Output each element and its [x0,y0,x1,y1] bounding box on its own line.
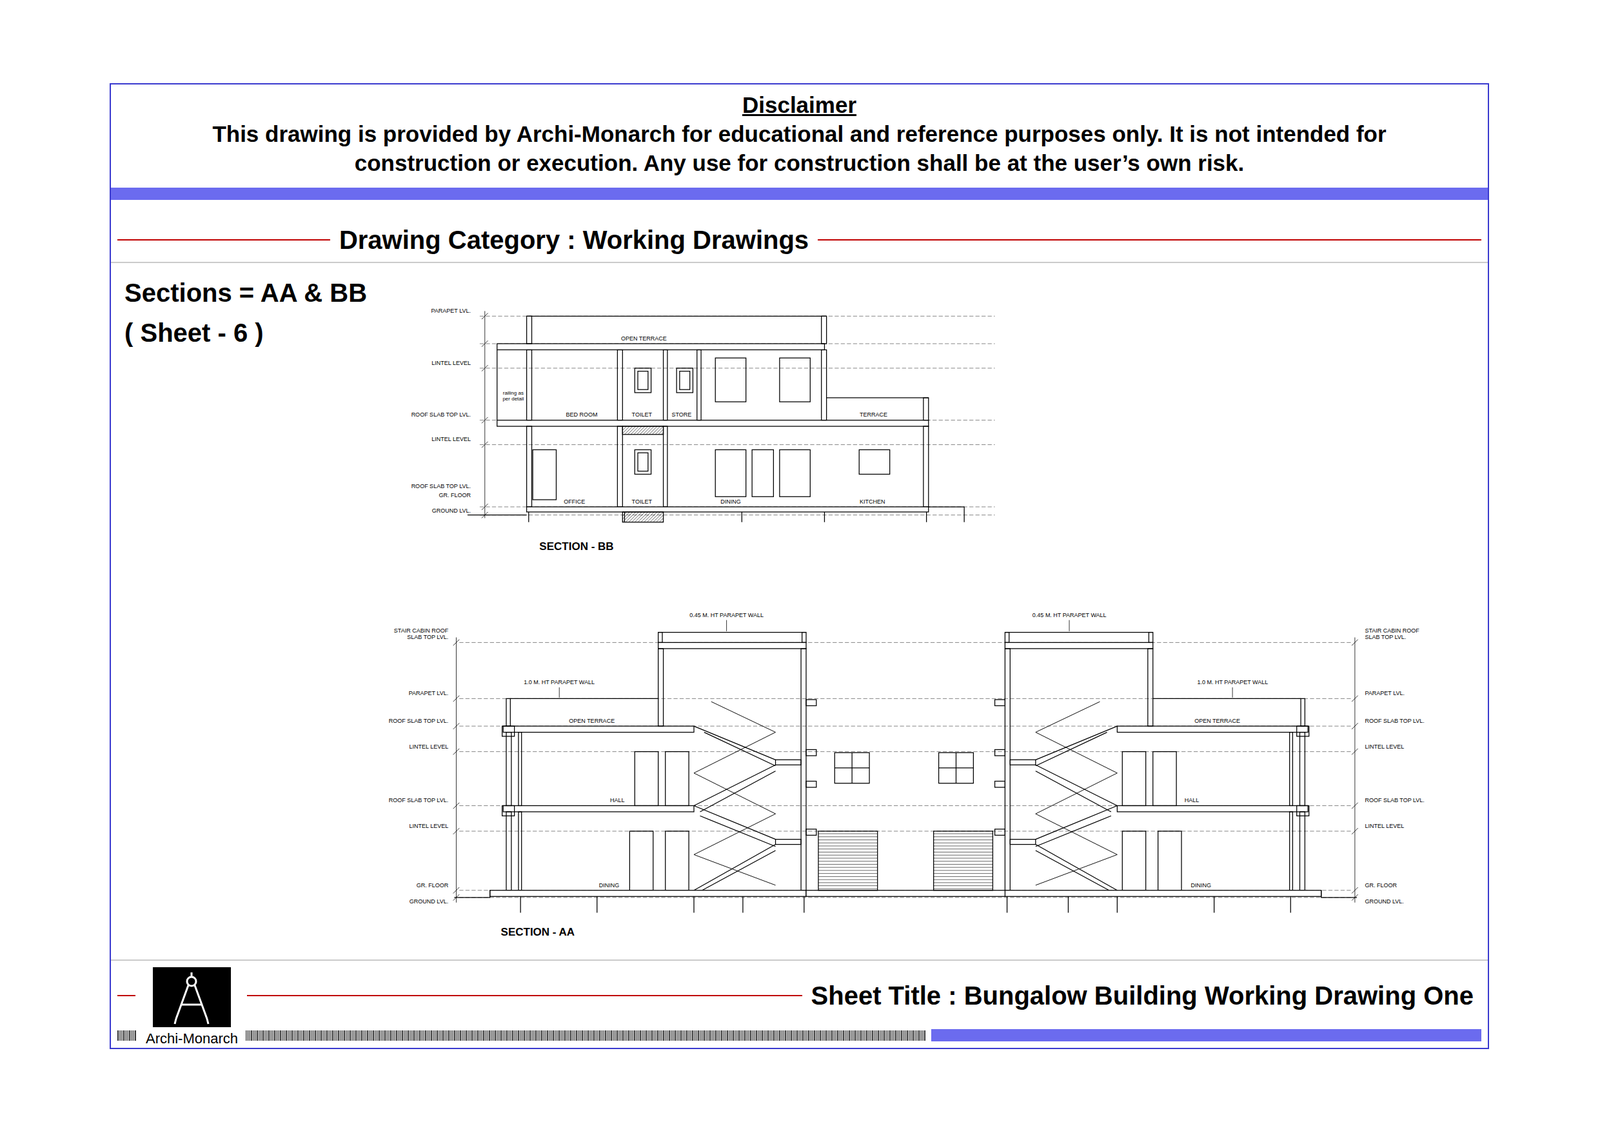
drawing-heading: Sections = AA & BB [124,277,367,308]
disclaimer-band: DisclaimerThis drawing is provided by Ar… [110,83,1489,188]
level-label: ROOF SLAB TOP LVL. [410,411,472,418]
level-label: LINTEL LEVEL [1363,743,1405,751]
drawing-heading: SECTION - AA [501,926,576,939]
level-label: GROUND LVL. [431,507,472,514]
level-label: STAIR CABIN ROOF SLAB TOP LVL. [1363,627,1430,642]
room-label: DINING [598,882,621,889]
level-label: ROOF SLAB TOP LVL. [1363,717,1425,725]
level-label: PARAPET LVL. [430,307,472,315]
drawing-heading: SECTION - BB [539,540,614,554]
level-label: LINTEL LEVEL [408,822,449,830]
room-label: DINING [719,498,742,505]
frame-lines [110,83,1489,1049]
level-label: LINTEL LEVEL [430,359,472,367]
level-label: ROOF SLAB TOP LVL. [410,483,472,490]
category-title: Drawing Category : Working Drawings [330,225,818,255]
room-label: OPEN TERRACE [1193,717,1241,725]
room-label: OFFICE [562,498,586,505]
level-label: ROOF SLAB TOP LVL. [388,717,449,725]
level-label: PARAPET LVL. [408,690,450,697]
room-label: TERRACE [859,411,889,418]
section-bb [467,310,996,522]
disclaimer-heading: Disclaimer [742,92,857,119]
disclaimer-text: This drawing is provided by Archi-Monarc… [154,119,1445,178]
level-label: ROOF SLAB TOP LVL. [1363,797,1425,804]
level-label: railing as per detail [501,390,525,402]
sheet-title: Sheet Title : Bungalow Building Working … [802,980,1483,1011]
room-label: 1.0 M. HT PARAPET WALL [523,679,596,686]
level-label: GR. FLOOR [415,882,450,889]
room-label: TOILET [631,498,653,505]
room-label: OPEN TERRACE [620,335,668,342]
room-label: HALL [609,797,626,804]
room-label: STORE [671,411,693,418]
level-label: LINTEL LEVEL [1363,822,1405,830]
room-label: BED ROOM [564,411,598,418]
room-label: 0.45 M. HT PARAPET WALL [688,612,765,619]
level-label: GROUND LVL. [408,898,449,905]
section-aa [453,620,1359,914]
level-label: GR. FLOOR [437,492,472,499]
level-label: LINTEL LEVEL [408,743,449,751]
level-label: LINTEL LEVEL [430,435,472,443]
level-label: STAIR CABIN ROOF SLAB TOP LVL. [383,627,449,642]
room-label: TOILET [631,411,653,418]
room-label: KITCHEN [859,498,887,505]
logo-caption: Archi-Monarch [143,1030,240,1047]
room-label: 0.45 M. HT PARAPET WALL [1031,612,1108,619]
room-label: HALL [1184,797,1201,804]
logo-box: Archi-Monarch [152,967,231,1028]
level-label: GROUND LVL. [1363,898,1404,905]
room-label: OPEN TERRACE [568,717,616,725]
drawing-heading: ( Sheet - 6 ) [124,317,264,348]
level-label: PARAPET LVL. [1363,690,1406,697]
room-label: 1.0 M. HT PARAPET WALL [1196,679,1270,686]
level-label: ROOF SLAB TOP LVL. [388,797,449,804]
room-label: DINING [1190,882,1213,889]
level-label: GR. FLOOR [1363,882,1398,889]
compass-icon [152,967,231,1028]
